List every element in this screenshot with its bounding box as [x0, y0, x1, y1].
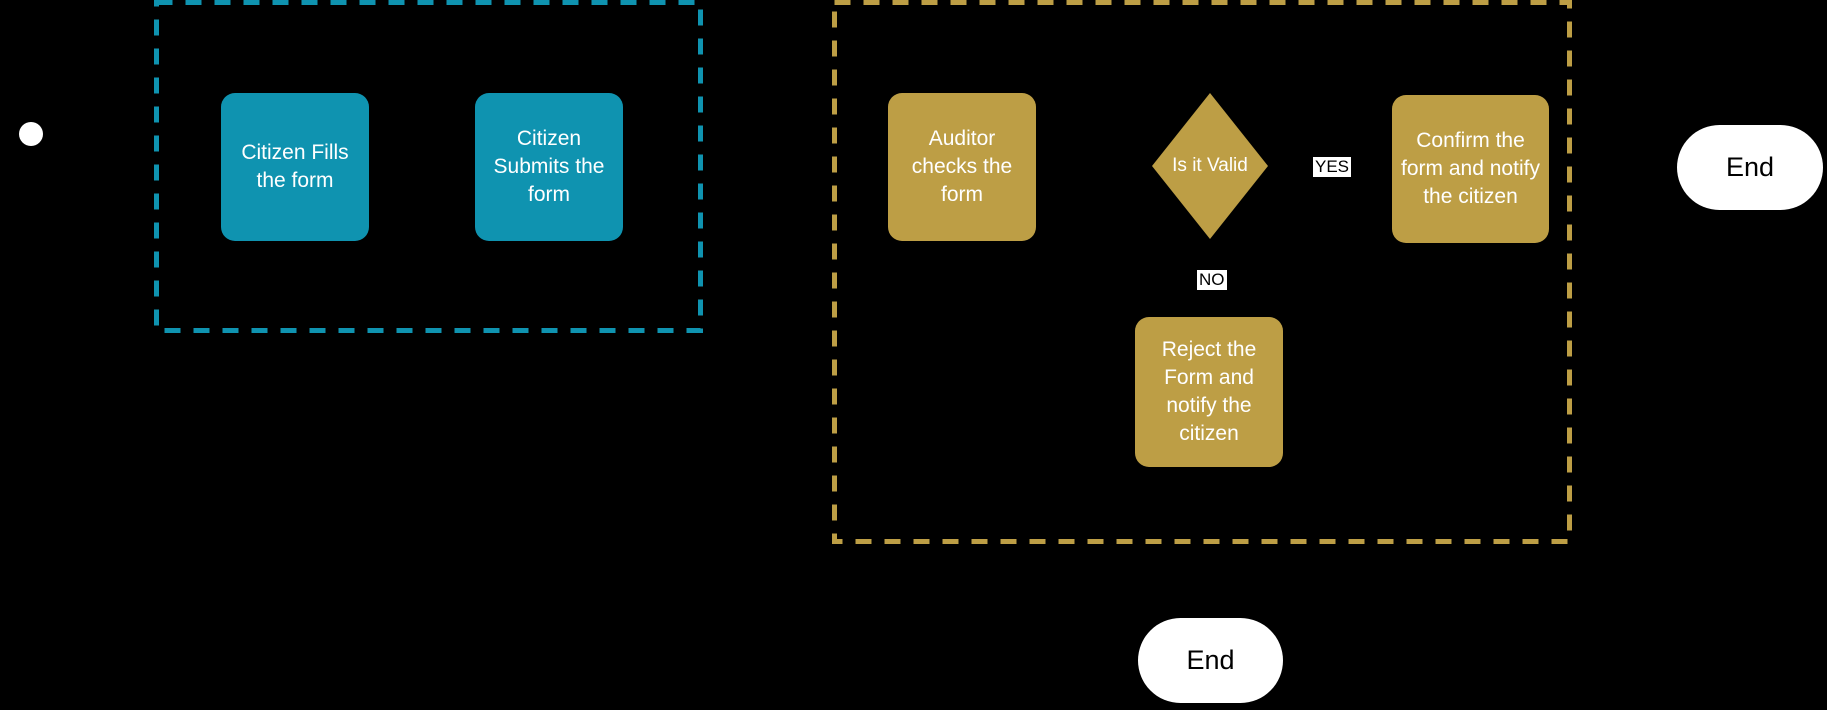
node-citizen-submits-form: Citizen Submits the form	[475, 93, 623, 241]
end-node-bottom-label: End	[1186, 645, 1235, 675]
node-citizen-submits-form-label: Citizen Submits the form	[493, 126, 605, 207]
end-node-right-label: End	[1725, 152, 1775, 182]
node-auditor-checks-form-label: Auditor checks the form	[911, 126, 1013, 207]
edge-label-yes: YES	[1313, 157, 1352, 177]
start-node	[19, 122, 43, 146]
node-citizen-fills-form-label: Citizen Fills the form	[241, 140, 349, 192]
node-reject-form: Reject the Form and notify the citizen	[1135, 317, 1283, 467]
edge-label-no: NO	[1197, 270, 1227, 290]
decision-is-it-valid-label: Is it Valid	[1172, 155, 1248, 176]
node-confirm-form: Confirm the form and notify the citizen	[1392, 95, 1549, 243]
end-node-right: End	[1677, 125, 1823, 210]
node-reject-form-label: Reject the Form and notify the citizen	[1161, 337, 1257, 446]
node-auditor-checks-form: Auditor checks the form	[888, 93, 1036, 241]
node-citizen-fills-form: Citizen Fills the form	[221, 93, 369, 241]
node-confirm-form-label: Confirm the form and notify the citizen	[1401, 128, 1540, 209]
citizen-subgraph-border	[154, 0, 703, 333]
end-node-bottom: End	[1138, 618, 1283, 703]
